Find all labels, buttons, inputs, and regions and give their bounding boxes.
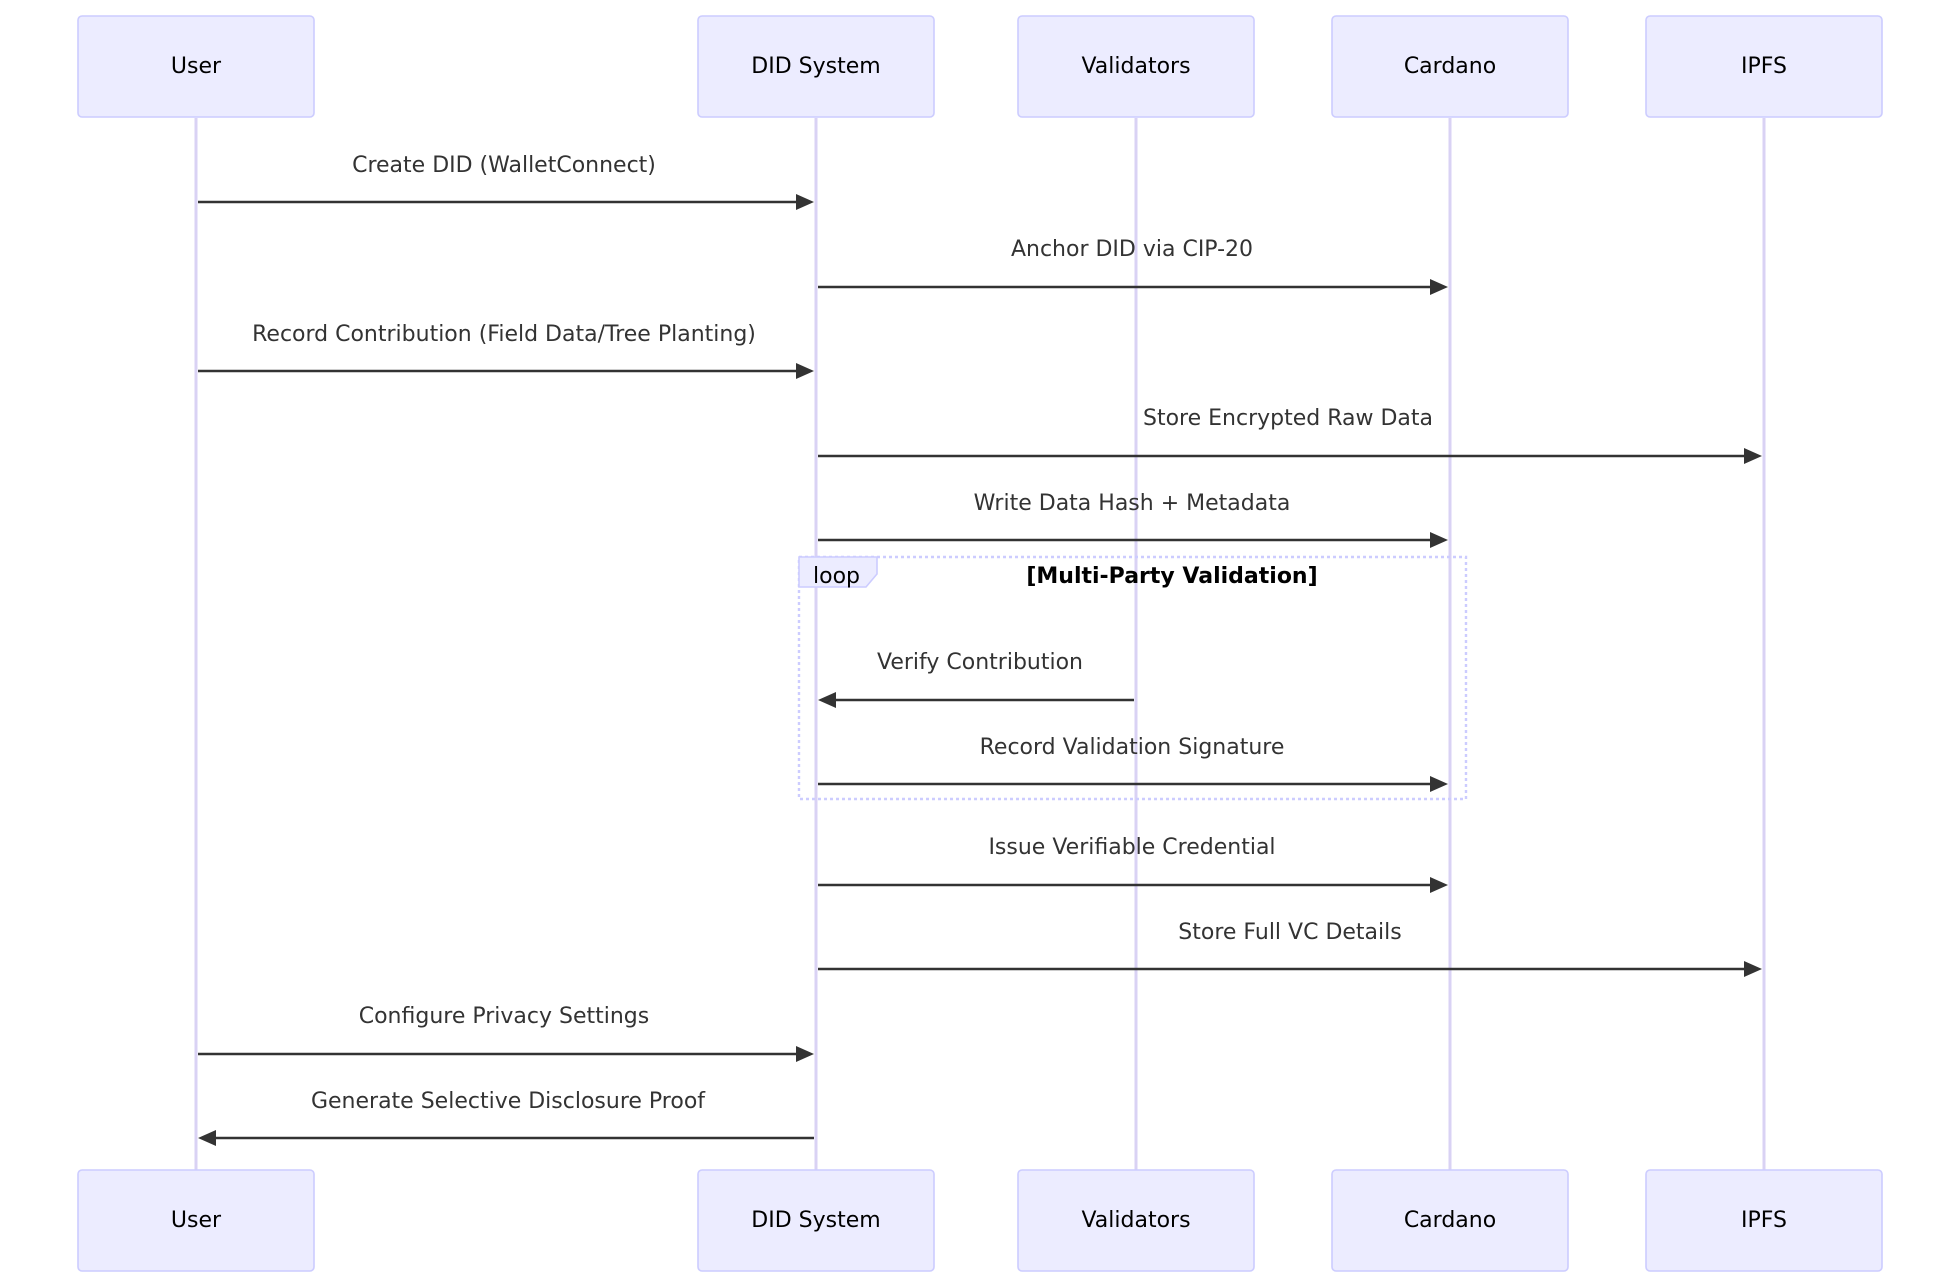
- message-configure-privacy: Configure Privacy Settings: [198, 1004, 814, 1062]
- actor-label: DID System: [751, 54, 880, 79]
- arrowhead-icon: [796, 1046, 814, 1062]
- actor-label: Validators: [1081, 54, 1190, 79]
- actor-label: User: [171, 54, 222, 79]
- loop-tab: [798, 556, 878, 588]
- actor-cardano-bottom: Cardano: [1331, 1169, 1569, 1272]
- message-label: Configure Privacy Settings: [359, 1004, 650, 1029]
- lifelines: [194, 118, 1766, 1170]
- actors-bottom: User DID System Validators Cardano IPFS: [77, 1169, 1883, 1272]
- actor-label: DID System: [751, 1208, 880, 1233]
- message-store-vc: Store Full VC Details: [818, 920, 1762, 977]
- actor-cardano-top: Cardano: [1331, 15, 1569, 118]
- message-label: Issue Verifiable Credential: [988, 835, 1275, 860]
- message-label: Verify Contribution: [877, 650, 1083, 675]
- message-create-did: Create DID (WalletConnect): [198, 153, 814, 210]
- message-label: Create DID (WalletConnect): [352, 153, 656, 178]
- actor-did-system-top: DID System: [697, 15, 935, 118]
- message-issue-credential: Issue Verifiable Credential: [818, 835, 1448, 893]
- messages: Create DID (WalletConnect) Anchor DID vi…: [198, 153, 1762, 1146]
- arrowhead-icon: [1430, 532, 1448, 548]
- message-record-contribution: Record Contribution (Field Data/Tree Pla…: [198, 322, 814, 379]
- message-verify-contribution: Verify Contribution: [818, 650, 1134, 708]
- actor-validators-top: Validators: [1017, 15, 1255, 118]
- arrowhead-icon: [796, 363, 814, 379]
- message-label: Store Full VC Details: [1178, 920, 1401, 945]
- loop-label: loop: [813, 564, 860, 589]
- message-store-encrypted: Store Encrypted Raw Data: [818, 406, 1762, 464]
- message-label: Anchor DID via CIP-20: [1011, 237, 1253, 262]
- arrowhead-icon: [818, 692, 836, 708]
- actor-label: IPFS: [1741, 54, 1787, 79]
- arrowhead-icon: [1430, 279, 1448, 295]
- message-label: Write Data Hash + Metadata: [974, 491, 1291, 516]
- arrowhead-icon: [1430, 776, 1448, 792]
- actor-user-bottom: User: [77, 1169, 315, 1272]
- loop-frame: [797, 555, 1468, 801]
- actor-label: Cardano: [1404, 1208, 1496, 1233]
- actor-label: Cardano: [1404, 54, 1496, 79]
- message-label: Record Validation Signature: [980, 735, 1285, 760]
- actor-validators-bottom: Validators: [1017, 1169, 1255, 1272]
- loop-title: [Multi-Party Validation]: [1026, 564, 1317, 589]
- actor-label: User: [171, 1208, 222, 1233]
- message-label: Generate Selective Disclosure Proof: [311, 1089, 706, 1114]
- message-generate-proof: Generate Selective Disclosure Proof: [198, 1089, 814, 1146]
- message-record-validation: Record Validation Signature: [818, 735, 1448, 792]
- actor-user-top: User: [77, 15, 315, 118]
- message-write-hash: Write Data Hash + Metadata: [818, 491, 1448, 548]
- loop-block: loop [Multi-Party Validation]: [797, 555, 1468, 801]
- message-label: Store Encrypted Raw Data: [1143, 406, 1433, 431]
- actors-top: User DID System Validators Cardano IPFS: [77, 15, 1883, 118]
- message-anchor-did: Anchor DID via CIP-20: [818, 237, 1448, 295]
- arrowhead-icon: [198, 1130, 216, 1146]
- actor-label: Validators: [1081, 1208, 1190, 1233]
- arrowhead-icon: [1430, 877, 1448, 893]
- arrowhead-icon: [796, 194, 814, 210]
- actor-label: IPFS: [1741, 1208, 1787, 1233]
- actor-ipfs-bottom: IPFS: [1645, 1169, 1883, 1272]
- message-label: Record Contribution (Field Data/Tree Pla…: [252, 322, 756, 347]
- actor-ipfs-top: IPFS: [1645, 15, 1883, 118]
- arrowhead-icon: [1744, 448, 1762, 464]
- arrowhead-icon: [1744, 961, 1762, 977]
- actor-did-system-bottom: DID System: [697, 1169, 935, 1272]
